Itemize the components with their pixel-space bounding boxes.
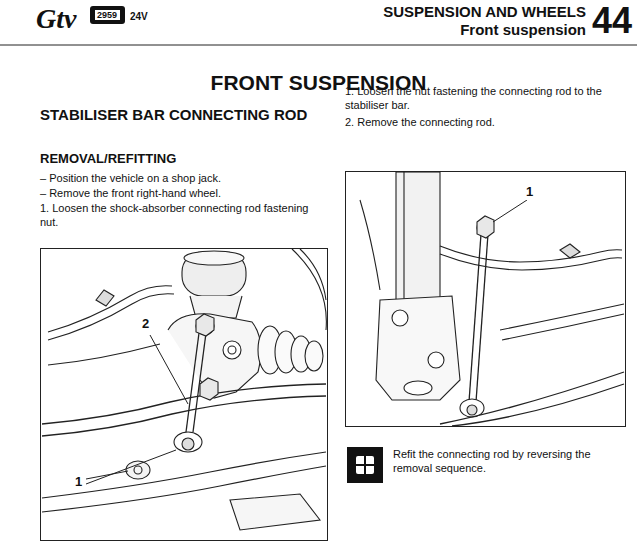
logo-text: Gtv — [36, 2, 76, 36]
callout-number: 1 — [74, 474, 83, 490]
procedure-heading: STABILISER BAR CONNECTING ROD — [40, 106, 310, 124]
refit-note: Refit the connecting rod by reversing th… — [393, 447, 629, 475]
engine-spec: 24V — [130, 11, 148, 23]
left-figure — [41, 249, 328, 541]
instruction-step: – Position the vehicle on a shop jack. — [40, 171, 330, 185]
engine-badge: 2959 — [90, 6, 125, 24]
right-figure — [346, 172, 626, 427]
section-title: SUSPENSION AND WHEELS — [320, 3, 586, 21]
section-number: 44 — [592, 1, 632, 41]
instruction-step: 2. Remove the connecting rod. — [345, 115, 630, 129]
header-rule — [0, 45, 637, 46]
callout-number: 1 — [525, 184, 534, 200]
instruction-step: 1. Loosen the nut fastening the connecti… — [345, 84, 630, 112]
procedure-subheading: REMOVAL/REFITTING — [40, 151, 176, 167]
badge-text: 2959 — [94, 9, 121, 21]
instruction-step: 1. Loosen the shock-absorber connecting … — [40, 201, 325, 229]
refit-icon — [347, 447, 383, 483]
instruction-step: – Remove the front right-hand wheel. — [40, 186, 330, 200]
callout-number: 2 — [141, 316, 150, 332]
subsection-title: Front suspension — [320, 21, 586, 39]
